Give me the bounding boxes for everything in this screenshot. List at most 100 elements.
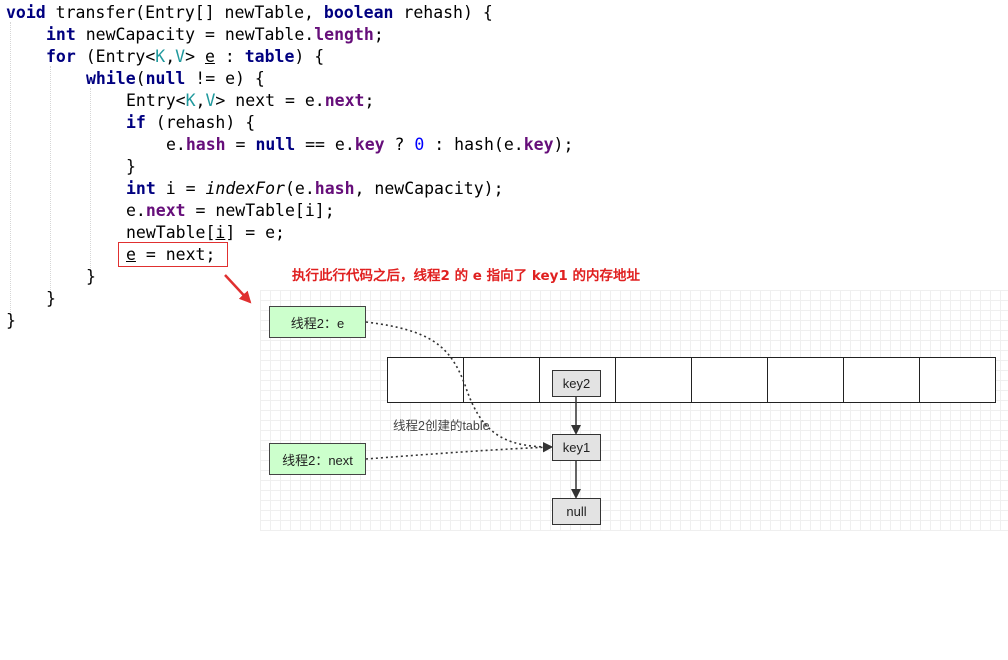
keyword: int [46,25,76,44]
thread-e-label: 线程2：e [290,315,345,331]
annotation-text: 执行此行代码之后，线程2 的 e 指向了 key1 的内存地址 [292,268,641,284]
thread-next-label: 线程2：next [282,452,353,468]
code-text: } [6,311,16,330]
code-text: , [165,47,176,66]
code-line-1: void transfer(Entry[] newTable, boolean … [6,2,493,24]
method-ref: indexFor [205,179,285,198]
code-text: > next = e. [215,91,325,110]
keyword: int [126,179,156,198]
node-key1-label: key1 [562,440,591,455]
code-text: ) { [294,47,325,66]
code-line-2: int newCapacity = newTable.length; [46,24,384,46]
keyword: boolean [323,3,394,22]
variable: e [126,245,136,264]
code-line-9: int i = indexFor(e.hash, newCapacity); [126,178,504,200]
indent-guide [90,88,91,272]
code-line-14: } [46,288,56,310]
keyword: while [86,69,136,88]
table-cell [919,357,996,403]
field-ref: key [354,135,385,154]
table-cell [843,357,920,403]
node-null: null [552,498,601,525]
node-key1: key1 [552,434,601,461]
keyword: table [244,47,295,66]
code-text: e. [166,135,186,154]
diagram-connectors [224,274,581,499]
code-text: , newCapacity); [354,179,504,198]
type-param: V [205,91,216,110]
code-text: ] = e; [225,223,285,242]
table-cell [463,357,540,403]
indent-guide [10,22,11,322]
code-text: (rehash) { [145,113,256,132]
code-text: i = [155,179,206,198]
thread-next-box: 线程2：next [269,443,366,475]
code-text: } [46,289,56,308]
code-text: } [86,267,96,286]
code-line-15: } [6,310,16,332]
number-literal: 0 [414,135,425,154]
code-text: = newTable[i]; [185,201,335,220]
code-text: , [195,91,206,110]
code-text: e. [126,201,146,220]
code-text: (Entry< [75,47,156,66]
indent-guide [50,66,51,296]
type-param: K [185,91,196,110]
node-key2-label: key2 [562,376,591,391]
code-text: ? [384,135,415,154]
keyword: if [126,113,146,132]
type-param: V [175,47,186,66]
code-line-7: e.hash = null == e.key ? 0 : hash(e.key)… [166,134,573,156]
code-text: : hash(e. [424,135,524,154]
code-line-3: for (Entry<K,V> e : table) { [46,46,324,68]
code-line-11: newTable[i] = e; [126,222,285,244]
code-line-6: if (rehash) { [126,112,255,134]
node-null-label: null [566,504,587,519]
code-text: = next; [135,245,216,264]
code-line-13: } [86,266,96,288]
code-line-4: while(null != e) { [86,68,265,90]
code-text: Entry< [126,91,186,110]
keyword: null [255,135,296,154]
field-ref: next [324,91,365,110]
code-line-10: e.next = newTable[i]; [126,200,335,222]
pointer-arrow [365,442,553,460]
type-param: K [155,47,166,66]
code-text: } [126,157,136,176]
field-ref: length [314,25,374,44]
table-cell [691,357,768,403]
variable: i [215,223,226,242]
code-text: ; [373,25,384,44]
field-ref: hash [185,135,226,154]
code-text: ; [364,91,375,110]
table-label: 线程2创建的table [393,419,490,433]
code-text: newTable[ [126,223,216,242]
table-cell [387,357,464,403]
table-cell [767,357,844,403]
thread-e-box: 线程2：e [269,306,366,338]
code-line-12: e = next; [126,244,215,266]
code-text: ); [553,135,574,154]
keyword: for [46,47,76,66]
code-text: > [185,47,205,66]
code-text: == e. [295,135,355,154]
code-line-8: } [126,156,136,178]
highlight-box [118,242,228,267]
code-text: : [214,47,245,66]
code-line-5: Entry<K,V> next = e.next; [126,90,374,112]
code-text: (e. [284,179,315,198]
code-text: rehash) { [393,3,493,22]
code-text: != e) { [185,69,265,88]
field-ref: key [523,135,554,154]
variable: e [204,47,215,66]
keyword: null [145,69,186,88]
code-editor: void transfer(Entry[] newTable, boolean … [0,0,573,660]
code-text: = [225,135,256,154]
diagram-grid [260,290,1008,531]
field-ref: hash [314,179,355,198]
pointer-arrow [365,321,553,452]
field-ref: next [145,201,186,220]
node-key2: key2 [552,370,601,397]
code-text: transfer(Entry[] newTable, [45,3,324,22]
code-text: newCapacity = newTable. [75,25,315,44]
